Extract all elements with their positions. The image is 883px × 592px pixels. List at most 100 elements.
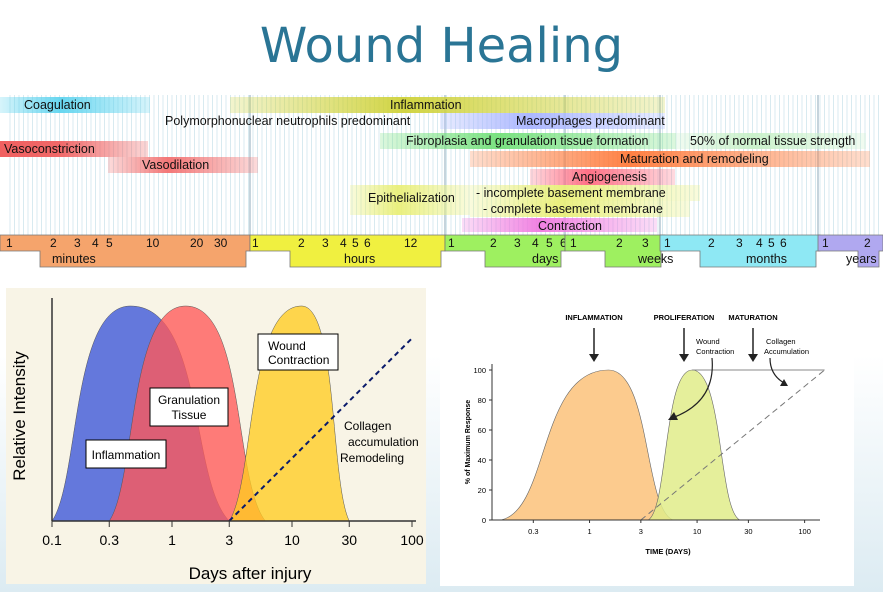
- x-tick-label: 10: [693, 527, 701, 536]
- timeline-bar-8: Maturation and remodeling: [470, 151, 870, 167]
- timeline-tick: 3: [736, 236, 743, 250]
- timeline-tick: 1: [448, 236, 455, 250]
- arrow-proliferation: [679, 328, 689, 362]
- timeline-bar-label: Macrophages predominant: [516, 114, 665, 128]
- timeline-bar-label: Contraction: [538, 219, 602, 233]
- timeline-bar-5: Fibroplasia and granulation tissue forma…: [380, 133, 676, 149]
- x-tick-label: 10: [284, 532, 300, 548]
- timeline-unit-minutes: 1234510203060minutes: [0, 234, 270, 268]
- timeline-unit-label: minutes: [52, 252, 96, 266]
- y-tick-label: 0: [482, 516, 486, 525]
- arrow-maturation: [748, 328, 758, 362]
- x-tick-label: 0.1: [42, 532, 62, 548]
- timeline-bar-label: Epithelialization: [368, 191, 455, 205]
- inflammation-label-box: [85, 439, 167, 469]
- collagen-note-1: Collagen: [766, 337, 796, 346]
- y-tick-label: 40: [478, 456, 486, 465]
- x-tick-label: 1: [587, 527, 591, 536]
- timeline-unit-months: 12345612months: [659, 234, 836, 268]
- curve-0: [500, 369, 674, 521]
- granulation-label-1: Granulation: [158, 393, 220, 407]
- timeline-tick: 2: [50, 236, 57, 250]
- curve-1: [647, 369, 741, 521]
- collagen-note-2: Accumulation: [764, 347, 809, 356]
- timeline-bar-fill: [676, 133, 866, 149]
- timeline-bar-label: - complete basement membrane: [483, 202, 663, 216]
- timeline-tick: 1: [6, 236, 13, 250]
- timeline-bar-fill: [0, 141, 148, 157]
- timeline-unit-label: years: [846, 252, 877, 266]
- timeline-unit-label: hours: [344, 252, 375, 266]
- timeline-bar-3: Macrophages predominant: [440, 113, 665, 129]
- timeline-tick: 1: [664, 236, 671, 250]
- header-maturation: MATURATION: [728, 313, 777, 322]
- y-tick-label: 20: [478, 486, 486, 495]
- x-tick-label: 3: [639, 527, 643, 536]
- timeline-bar-12: - complete basement membrane: [470, 201, 690, 217]
- timeline-tick: 3: [74, 236, 81, 250]
- timeline-tick: 6: [560, 236, 567, 250]
- collagen-label-1: Collagen: [344, 419, 391, 433]
- x-axis-label: TIME (DAYS): [645, 547, 691, 556]
- timeline-tick: 3: [642, 236, 649, 250]
- timeline-bar-9: Angiogenesis: [530, 169, 675, 185]
- timeline-bars: Coagulation InflammationPolymorphonuclear…: [0, 97, 870, 233]
- collagen-label-2: accumulation: [348, 435, 419, 449]
- timeline-tick: 4: [532, 236, 539, 250]
- timeline-bar-fill: [380, 133, 676, 149]
- timeline-bar-1: Inflammation: [230, 97, 665, 113]
- timeline-tick: 2: [298, 236, 305, 250]
- x-tick-label: 0.3: [100, 532, 120, 548]
- timeline-bar-label: Polymorphonuclear neutrophils predominan…: [165, 114, 411, 128]
- page-title: Wound Healing: [259, 18, 624, 74]
- x-tick-label: 3: [225, 532, 233, 548]
- inflammation-label: Inflammation: [92, 448, 161, 462]
- y-tick-label: 60: [478, 426, 486, 435]
- timeline-bar-7: Vasodilation: [108, 157, 258, 173]
- y-tick-label: 100: [473, 366, 486, 375]
- timeline-tick: 20: [190, 236, 204, 250]
- timeline-tick: 1: [822, 236, 829, 250]
- timeline-bar-2: Polymorphonuclear neutrophils predominan…: [165, 114, 411, 128]
- y-axis-label: % of Maximum Response: [465, 400, 472, 485]
- timeline-tick: 5: [106, 236, 113, 250]
- response-curves: [500, 369, 825, 521]
- timeline-unit-label: months: [746, 252, 787, 266]
- timeline-bar-label: Vasoconstriction: [4, 142, 95, 156]
- timeline-bar-label: Inflammation: [390, 98, 462, 112]
- timeline-tick: 1: [252, 236, 259, 250]
- timeline-bar-0: Coagulation: [0, 97, 150, 113]
- timeline-tick: 5: [768, 236, 775, 250]
- timeline-chart: Coagulation InflammationPolymorphonuclear…: [0, 95, 883, 268]
- timeline-tick: 2: [616, 236, 623, 250]
- x-axis-label: Days after injury: [189, 564, 312, 583]
- timeline-tick: 3: [322, 236, 329, 250]
- timeline-bar-fill: [350, 185, 470, 215]
- timeline-bar-fill: [470, 151, 870, 167]
- timeline-tick: 4: [92, 236, 99, 250]
- x-tick-label: 1: [168, 532, 176, 548]
- timeline-bar-fill: [230, 97, 665, 113]
- wound-contraction-note-2: Contraction: [696, 347, 734, 356]
- timeline-bar-label: Angiogenesis: [572, 170, 647, 184]
- timeline-unit-band: [817, 234, 883, 268]
- timeline-bar-label: Fibroplasia and granulation tissue forma…: [406, 134, 649, 148]
- timeline-bar-fill: [440, 113, 665, 129]
- timeline-bar-label: Vasodilation: [142, 158, 209, 172]
- wound-contraction-arrow: [671, 357, 713, 419]
- timeline-bar-fill: [470, 201, 690, 217]
- granulation-label-2: Tissue: [172, 408, 207, 422]
- y-axis-label: Relative Intensity: [10, 351, 29, 481]
- timeline-scale: 1234510203060minutes123456122448hours123…: [0, 234, 883, 268]
- timeline-bar-6: 50% of normal tissue strength: [676, 133, 866, 149]
- timeline-unit-label: days: [532, 252, 558, 266]
- collagen-line: [228, 337, 413, 522]
- contraction-label-2: Contraction: [268, 353, 329, 367]
- timeline-tick: 1: [570, 236, 577, 250]
- timeline-bar-label: - incomplete basement membrane: [476, 186, 666, 200]
- timeline-tick: 12: [404, 236, 418, 250]
- timeline-bar-10: Epithelialization: [350, 185, 470, 215]
